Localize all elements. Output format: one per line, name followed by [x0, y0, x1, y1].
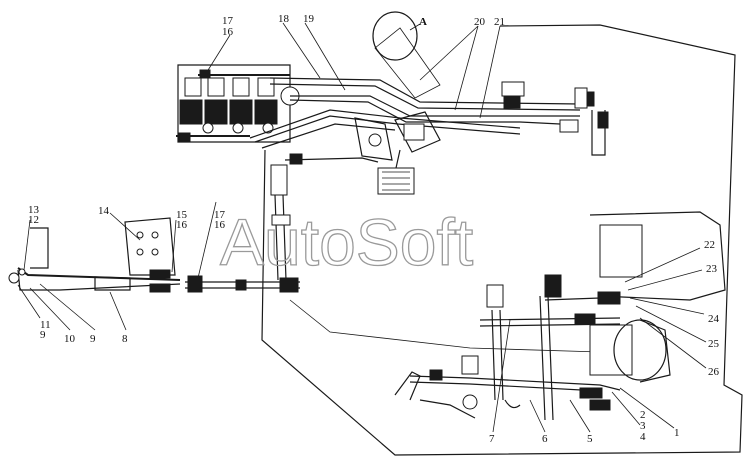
- callout-25: 25: [708, 338, 720, 350]
- callout-23: 23: [706, 263, 718, 275]
- callout-12: 12: [28, 214, 39, 226]
- callout-1: 1: [674, 427, 680, 439]
- cab-floor-edge: [289, 299, 601, 353]
- callout-13: 13: [28, 204, 40, 216]
- lower-right-assembly: [394, 211, 726, 421]
- callout-a: A: [419, 16, 427, 28]
- watermark-text: AutoSoft: [220, 205, 473, 279]
- left-lever-assembly: [8, 217, 181, 293]
- callout-9-left: 9: [40, 329, 46, 341]
- callout-15: 15: [176, 209, 188, 221]
- detail-a-bracket: [354, 11, 441, 195]
- callout-9-right: 9: [90, 333, 96, 345]
- callout-16-mid: 16: [176, 219, 188, 231]
- callout-20: 20: [474, 16, 486, 28]
- callout-10: 10: [64, 333, 76, 345]
- cab-outline: [261, 24, 743, 456]
- distributor-block: [176, 64, 300, 143]
- callout-17-top: 17: [222, 15, 234, 27]
- callout-11: 11: [40, 319, 51, 331]
- hydraulic-pipes: [249, 77, 609, 156]
- callout-2: 2: [640, 409, 646, 421]
- callout-18: 18: [278, 13, 290, 25]
- callout-17-mid: 17: [214, 209, 226, 221]
- callout-3: 3: [640, 420, 646, 432]
- callout-7: 7: [489, 433, 495, 445]
- callout-14: 14: [98, 205, 110, 217]
- callout-22: 22: [704, 239, 715, 251]
- callout-16-top: 16: [222, 26, 234, 38]
- callout-19: 19: [303, 13, 315, 25]
- callout-8: 8: [122, 333, 128, 345]
- callout-6: 6: [542, 433, 548, 445]
- middle-linkage: [185, 153, 379, 293]
- callout-4: 4: [640, 431, 646, 443]
- callout-21: 21: [494, 16, 505, 28]
- callout-5: 5: [587, 433, 593, 445]
- callout-24: 24: [708, 313, 720, 325]
- callout-26: 26: [708, 366, 720, 378]
- leader-lines: [17, 22, 707, 433]
- callout-labels: 17 16 18 19 A 20 21 13 12 14 15 16 17 16…: [28, 13, 720, 445]
- callout-16-right: 16: [214, 219, 226, 231]
